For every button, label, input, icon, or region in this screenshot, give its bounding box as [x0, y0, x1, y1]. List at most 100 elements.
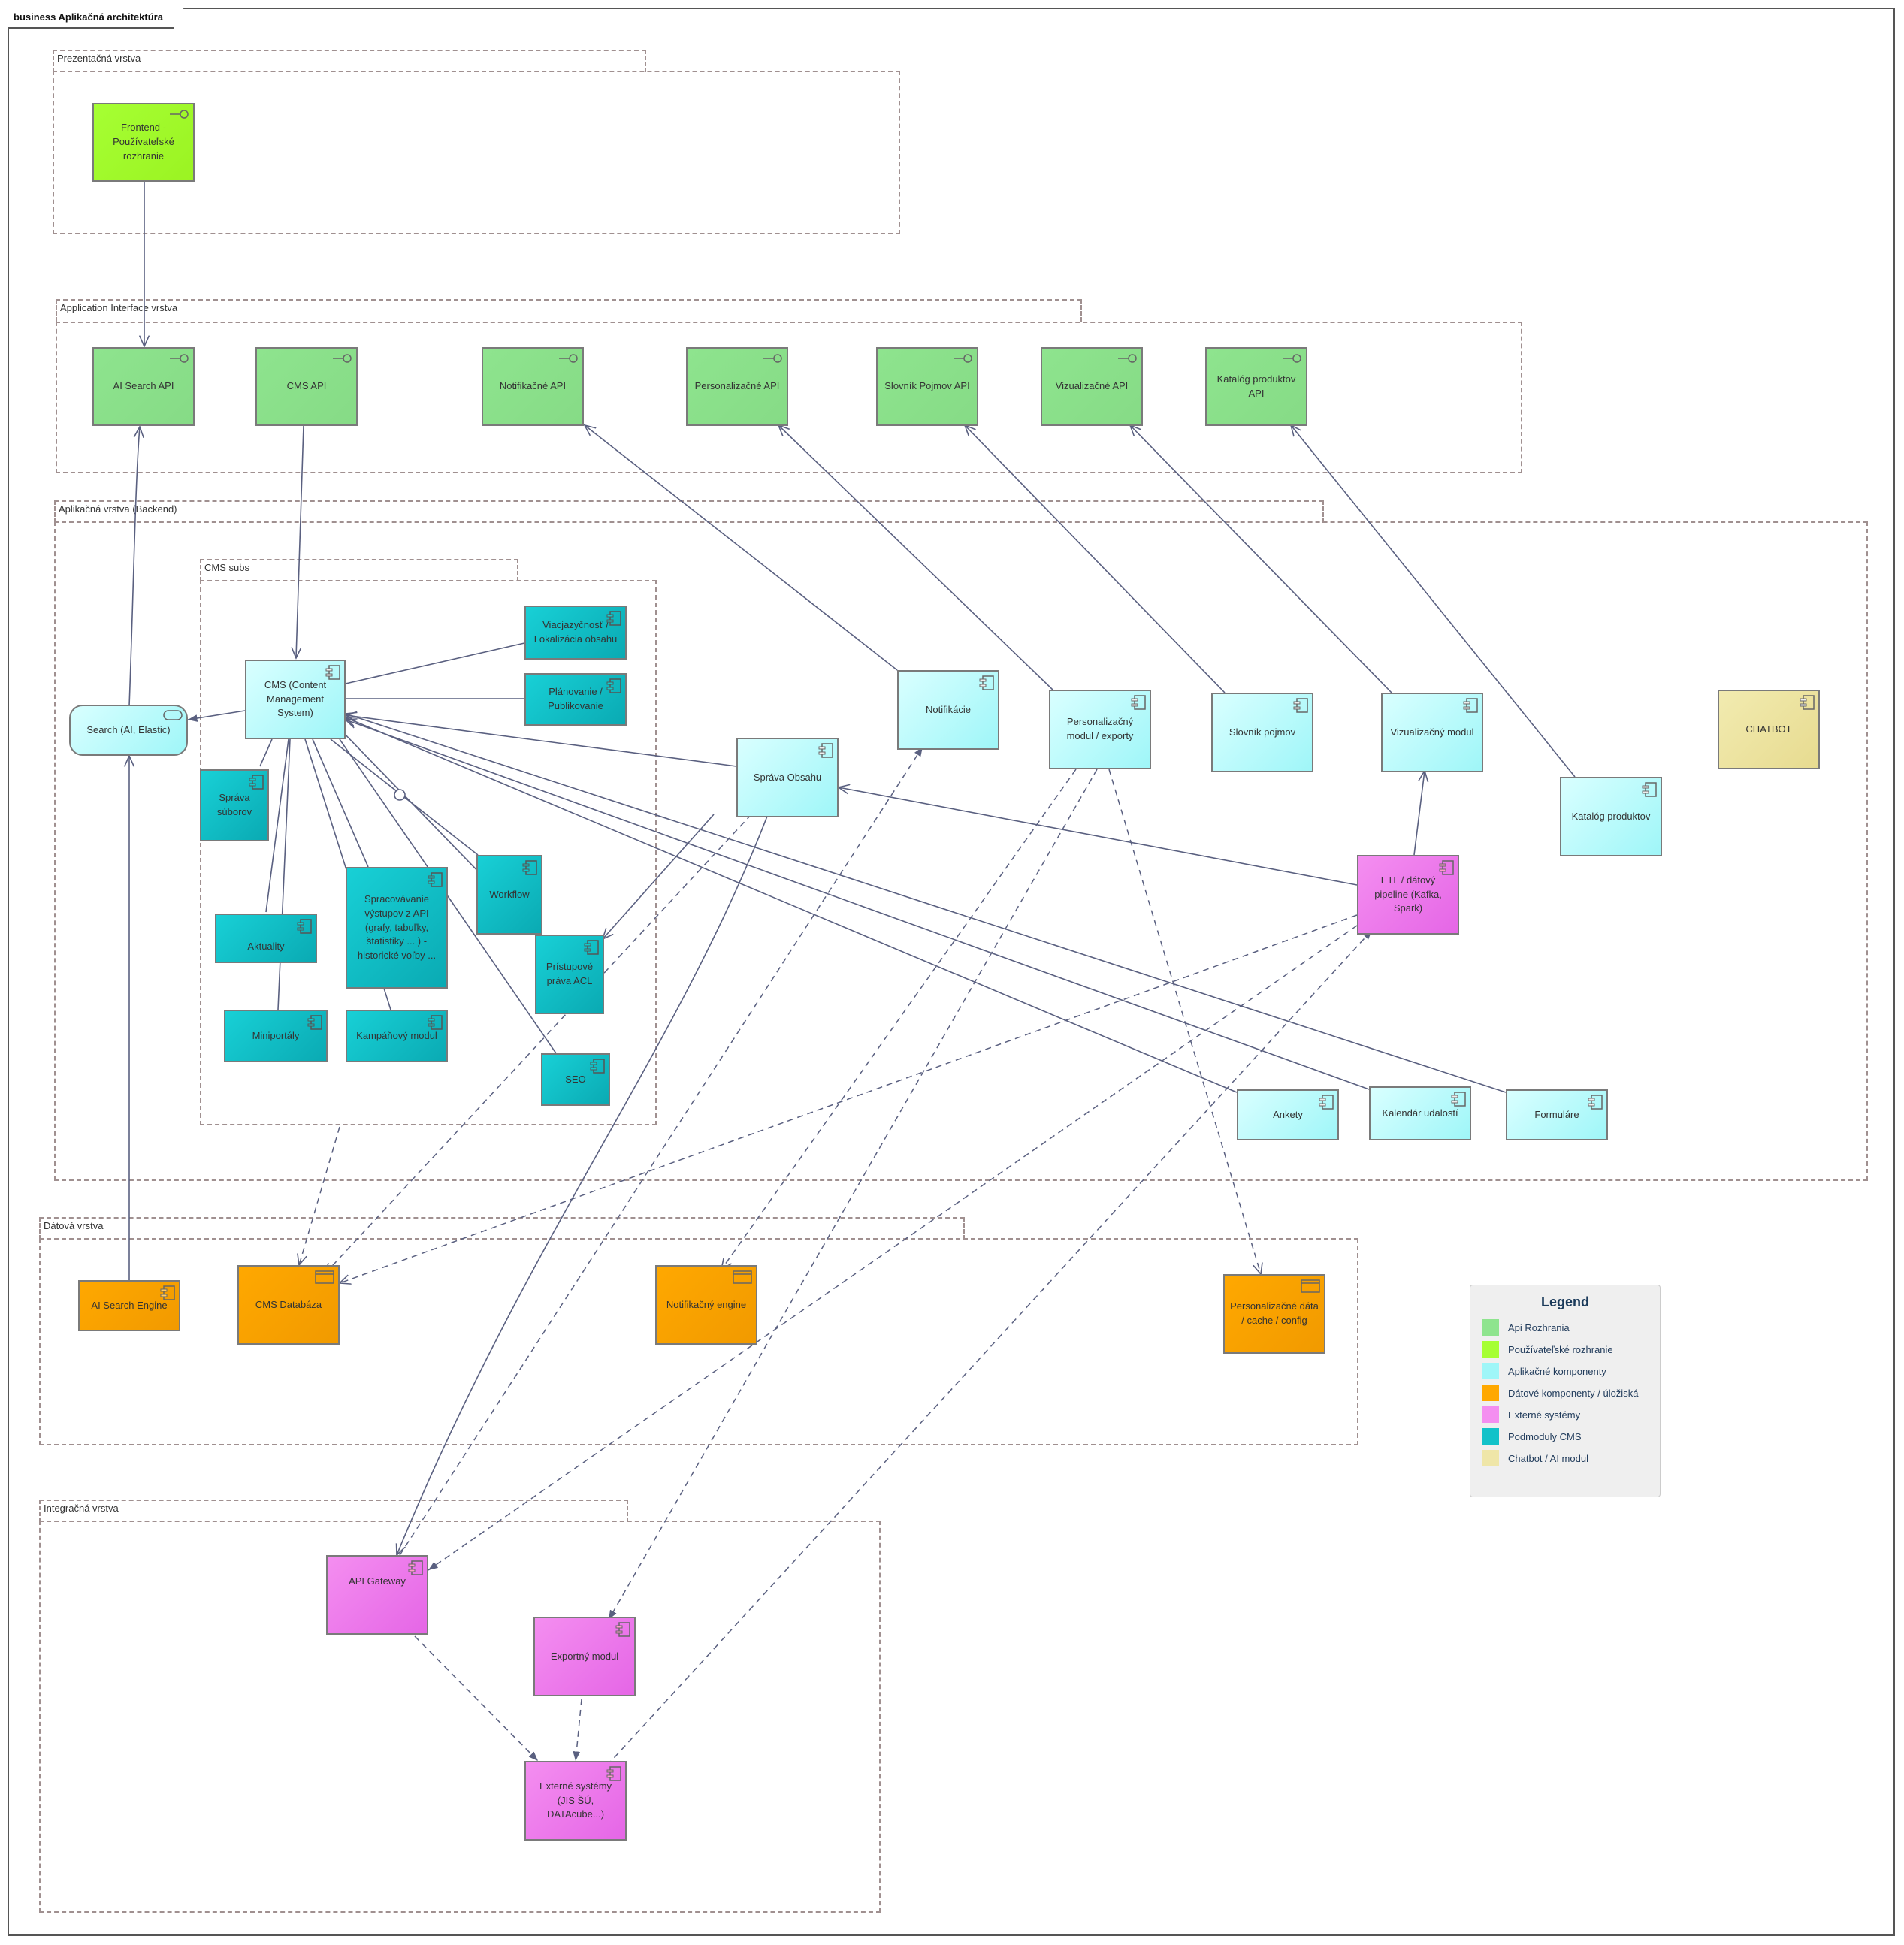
edge-slovnik-api	[965, 425, 1226, 693]
package-cms-subs-tab: CMS subs	[200, 559, 518, 581]
node-notif-engine[interactable]: Notifikačný engine	[655, 1265, 757, 1345]
node-ankety[interactable]: Ankety	[1237, 1089, 1339, 1140]
edge-exportny-externe	[573, 1699, 582, 1762]
node-vizualizacny[interactable]: Vizualizačný modul	[1381, 693, 1483, 772]
node-planovanie[interactable]: Plánovanie / Publikovanie	[524, 673, 627, 726]
edge-etl-sprava	[839, 787, 1358, 886]
component-icon	[428, 872, 443, 887]
edge-ankety-cms	[346, 717, 1238, 1093]
node-kampanovy[interactable]: Kampáňový modul	[346, 1010, 448, 1062]
legend-swatch	[1482, 1450, 1499, 1466]
node-aktuality-label: Aktuality	[247, 940, 285, 952]
node-formulare[interactable]: Formuláre	[1506, 1089, 1608, 1140]
node-etl[interactable]: ETL / dátový pipeline (Kafka, Spark)	[1357, 855, 1459, 935]
node-katalog-label: Katalóg produktov	[1571, 810, 1651, 822]
node-search[interactable]: Search (AI, Elastic)	[69, 705, 188, 756]
node-sprava-suborov-label: Správa súborov	[216, 792, 252, 817]
component-icon	[1451, 1092, 1466, 1107]
edge-interface-circle	[394, 789, 406, 801]
edge-search-aisearchapi	[128, 427, 140, 707]
node-pristupove-label: Prístupové práva ACL	[546, 961, 594, 986]
node-notifikacie-label: Notifikácie	[926, 703, 971, 715]
edge-kalendar-cms	[346, 720, 1370, 1090]
node-sprava-obsahu-label: Správa Obsahu	[753, 771, 822, 783]
node-chatbot[interactable]: CHATBOT	[1718, 690, 1820, 769]
node-frontend[interactable]: Frontend - Používateľské rozhranie	[92, 103, 195, 182]
edge-sprava-gateway	[397, 814, 769, 1555]
component-icon	[606, 678, 621, 693]
node-spracovavanie-label: Spracovávanie výstupov z API (grafy, tab…	[357, 892, 437, 962]
legend-item: Chatbot / AI modul	[1482, 1449, 1588, 1467]
node-pristupove[interactable]: Prístupové práva ACL	[535, 935, 604, 1014]
database-icon	[315, 1270, 334, 1284]
interface-icon	[170, 110, 189, 119]
edge-pers-notifengine	[721, 769, 1077, 1270]
legend-swatch	[1482, 1385, 1499, 1401]
legend-swatch	[1482, 1341, 1499, 1358]
interface-icon	[1283, 354, 1301, 363]
package-data-tab: Dátová vrstva	[39, 1217, 965, 1240]
package-cms-subs	[200, 580, 657, 1125]
edge-cms-spravasuborov	[259, 718, 282, 767]
node-exportny[interactable]: Exportný modul	[533, 1617, 636, 1696]
node-api-gateway[interactable]: API Gateway	[326, 1555, 428, 1635]
component-icon	[615, 1622, 630, 1637]
edge-etl-cmsdb	[340, 914, 1358, 1283]
component-icon	[1588, 1095, 1603, 1110]
component-icon	[1293, 698, 1308, 713]
edge-notif-api	[585, 425, 898, 671]
node-externe[interactable]: Externé systémy (JIS ŠÚ, DATAcube...)	[524, 1761, 627, 1841]
package-presentation-tab: Prezentačná vrstva	[53, 50, 646, 72]
node-notif-api[interactable]: Notifikačné API	[482, 347, 584, 426]
node-personalizacny[interactable]: Personalizačný modul / exporty	[1049, 690, 1151, 769]
node-notifikacie[interactable]: Notifikácie	[897, 670, 999, 750]
legend-swatch	[1482, 1428, 1499, 1445]
node-pers-api-label: Personalizačné API	[694, 380, 780, 392]
legend-label: Api Rozhrania	[1508, 1321, 1570, 1333]
interface-icon	[1118, 354, 1137, 363]
node-ankety-label: Ankety	[1273, 1108, 1303, 1120]
node-slovnik[interactable]: Slovník pojmov	[1211, 693, 1313, 772]
node-slovnik-label: Slovník pojmov	[1229, 726, 1296, 738]
database-icon	[1301, 1279, 1320, 1293]
node-seo[interactable]: SEO	[541, 1053, 610, 1106]
node-sprava-suborov[interactable]: Správa súborov	[200, 769, 269, 841]
node-viacjazycnost[interactable]: Viacjazyčnosť / Lokalizácia obsahu	[524, 606, 627, 660]
legend-label: Chatbot / AI modul	[1508, 1452, 1588, 1464]
node-sprava-obsahu[interactable]: Správa Obsahu	[736, 738, 839, 817]
node-katalog[interactable]: Katalóg produktov	[1560, 777, 1662, 856]
component-icon	[1131, 695, 1146, 710]
node-miniportaly[interactable]: Miniportály	[224, 1010, 328, 1062]
component-icon	[325, 665, 340, 680]
component-icon	[160, 1285, 175, 1300]
node-formulare-label: Formuláre	[1534, 1108, 1579, 1120]
edge-etl-gateway	[428, 925, 1358, 1571]
component-icon	[249, 775, 264, 790]
node-cms[interactable]: CMS (Content Management System)	[245, 660, 346, 739]
node-pers-api[interactable]: Personalizačné API	[686, 347, 788, 426]
node-ai-search-api[interactable]: AI Search API	[92, 347, 195, 426]
diagram-frame	[8, 8, 1895, 1936]
component-icon	[1800, 695, 1815, 710]
node-exportny-label: Exportný modul	[550, 1650, 619, 1662]
node-kalendar[interactable]: Kalendár udalostí	[1369, 1086, 1471, 1140]
node-ai-search-engine[interactable]: AI Search Engine	[78, 1280, 180, 1331]
node-pers-data[interactable]: Personalizačné dáta / cache / config	[1223, 1274, 1325, 1354]
node-katalog-api[interactable]: Katalóg produktov API	[1205, 347, 1307, 426]
node-etl-label: ETL / dátový pipeline (Kafka, Spark)	[1374, 874, 1442, 914]
edge-cms-seo	[326, 720, 557, 1054]
legend-item: Externé systémy	[1482, 1406, 1580, 1424]
legend-item: Aplikačné komponenty	[1482, 1362, 1606, 1380]
node-viz-api[interactable]: Vizualizačné API	[1041, 347, 1143, 426]
component-icon	[590, 1059, 605, 1074]
node-cms-api[interactable]: CMS API	[255, 347, 358, 426]
node-cms-db[interactable]: CMS Databáza	[237, 1265, 340, 1345]
node-slovnik-api[interactable]: Slovník Pojmov API	[876, 347, 978, 426]
node-spracovavanie[interactable]: Spracovávanie výstupov z API (grafy, tab…	[346, 867, 448, 989]
node-workflow[interactable]: Workflow	[476, 855, 542, 935]
node-aktuality[interactable]: Aktuality	[215, 914, 317, 963]
component-icon	[1642, 782, 1657, 797]
node-kalendar-label: Kalendár udalostí	[1382, 1107, 1458, 1119]
node-personalizacny-label: Personalizačný modul / exporty	[1066, 716, 1134, 741]
